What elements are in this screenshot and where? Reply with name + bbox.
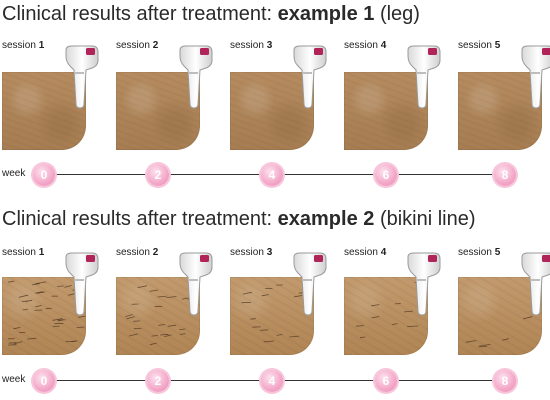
ipl-device-icon	[404, 44, 442, 110]
week-marker: 2	[147, 370, 169, 392]
leg-skin-photo	[2, 72, 86, 150]
week-marker: 2	[147, 164, 169, 186]
week-marker: 8	[494, 370, 516, 392]
session-label: session 4	[344, 40, 387, 51]
ipl-device-icon	[176, 44, 214, 110]
example-1-session-5-panel: session 5	[458, 40, 550, 160]
example-1-session-4-panel: session 4	[344, 40, 456, 160]
ipl-device-icon	[290, 44, 328, 110]
ipl-device-icon	[404, 251, 442, 317]
leg-skin-photo	[230, 72, 314, 150]
ipl-device-icon	[62, 251, 100, 317]
session-label: session 1	[2, 247, 45, 258]
bikini-skin-photo	[116, 277, 200, 355]
week-label: week	[2, 168, 26, 179]
bikini-skin-photo	[2, 277, 86, 355]
example-2-section: Clinical results after treatment: exampl…	[0, 205, 550, 400]
example-1-timeline: week 0 2 4 6 8	[0, 160, 550, 190]
example-1-title: Clinical results after treatment: exampl…	[2, 3, 420, 25]
bikini-skin-photo	[344, 277, 428, 355]
ipl-device-icon	[518, 44, 550, 110]
hair-texture	[7, 280, 86, 346]
example-1-session-1-panel: session 1	[2, 40, 114, 160]
example-2-session-4-panel: session 4	[344, 247, 456, 367]
example-2-session-3-panel: session 3	[230, 247, 342, 367]
bikini-skin-photo	[458, 277, 542, 355]
session-label: session 5	[458, 247, 501, 258]
week-marker: 4	[261, 164, 283, 186]
session-label: session 3	[230, 40, 273, 51]
leg-skin-photo	[344, 72, 428, 150]
example-2-title: Clinical results after treatment: exampl…	[2, 208, 476, 230]
session-label: session 5	[458, 40, 501, 51]
session-label: session 1	[2, 40, 45, 51]
example-2-timeline: week 0 2 4 6 8	[0, 366, 550, 396]
example-1-session-2-panel: session 2	[116, 40, 228, 160]
leg-skin-photo	[458, 72, 542, 150]
ipl-device-icon	[176, 251, 214, 317]
week-marker: 4	[261, 370, 283, 392]
session-label: session 2	[116, 247, 159, 258]
week-marker: 0	[33, 370, 55, 392]
ipl-device-icon	[290, 251, 328, 317]
ipl-device-icon	[62, 44, 100, 110]
example-1-section: Clinical results after treatment: exampl…	[0, 3, 550, 190]
hair-texture	[465, 316, 533, 348]
session-label: session 2	[116, 40, 159, 51]
example-2-session-2-panel: session 2	[116, 247, 228, 367]
session-label: session 4	[344, 247, 387, 258]
example-1-session-3-panel: session 3	[230, 40, 342, 160]
example-2-session-1-panel: session 1	[2, 247, 114, 367]
week-marker: 0	[33, 164, 55, 186]
session-label: session 3	[230, 247, 273, 258]
leg-skin-photo	[116, 72, 200, 150]
week-marker: 8	[494, 164, 516, 186]
ipl-device-icon	[518, 251, 550, 317]
week-marker: 6	[375, 370, 397, 392]
bikini-skin-photo	[230, 277, 314, 355]
week-marker: 6	[375, 164, 397, 186]
example-2-session-5-panel: session 5	[458, 247, 550, 367]
week-label: week	[2, 374, 26, 385]
